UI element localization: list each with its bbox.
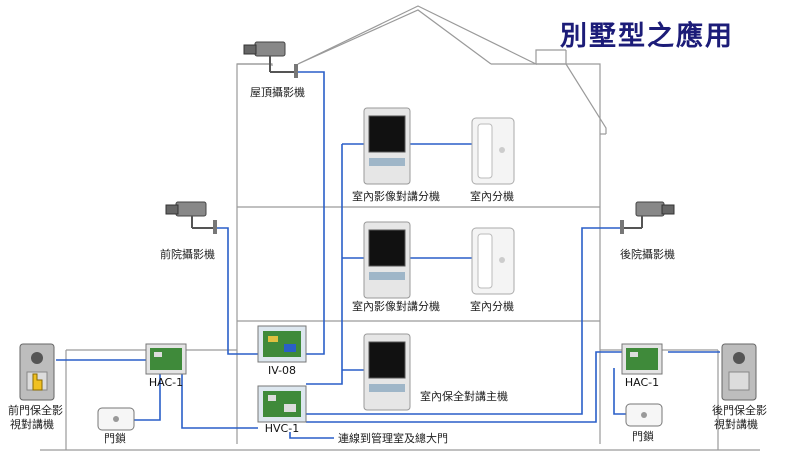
back-door-station-label-line2: 視對講機 [714, 418, 758, 431]
wiring [56, 71, 720, 439]
indoor-ext-2-label: 室內分機 [470, 300, 514, 313]
indoor-phone-1 [471, 117, 515, 185]
roof-camera-label: 屋頂攝影機 [250, 86, 305, 99]
indoor-ext-1-label: 室內分機 [470, 190, 514, 203]
indoor-master-label: 室內保全對講主機 [420, 390, 508, 403]
hac1-right-label: HAC-1 [624, 376, 660, 389]
back-door-station-label-line1: 後門保全影 [712, 404, 767, 417]
lock-left-icon [97, 407, 135, 431]
lock-right-label: 門鎖 [632, 430, 654, 443]
connection-note: 連線到管理室及總大門 [338, 432, 448, 445]
roof-camera-icon [243, 41, 298, 78]
front-door-station-label-line1: 前門保全影 [8, 404, 63, 417]
lock-right-icon [625, 403, 663, 427]
diagram-title: 別墅型之應用 [560, 21, 734, 52]
indoor-video-monitor-2 [363, 221, 411, 299]
indoor-video-monitor-1 [363, 107, 411, 185]
front-camera-icon [165, 201, 217, 234]
front-camera-label: 前院攝影機 [160, 248, 215, 261]
iv08-label: IV-08 [267, 364, 297, 377]
front-door-station [19, 343, 55, 401]
iv08-unit [257, 325, 307, 363]
lock-left-label: 門鎖 [104, 432, 126, 445]
back-camera-label: 後院攝影機 [620, 248, 675, 261]
hac1-right-unit [621, 343, 663, 375]
indoor-phone-2 [471, 227, 515, 295]
indoor-master-monitor [363, 333, 411, 411]
back-camera-icon [620, 201, 675, 234]
indoor-video-ext-2-label: 室內影像對講分機 [352, 300, 440, 313]
hac1-left-label: HAC-1 [148, 376, 184, 389]
hvc1-label: HVC-1 [264, 422, 300, 435]
indoor-video-ext-1-label: 室內影像對講分機 [352, 190, 440, 203]
back-door-station [721, 343, 757, 401]
front-door-station-label-line2: 視對講機 [10, 418, 54, 431]
hvc1-unit [257, 385, 307, 423]
hac1-left-unit [145, 343, 187, 375]
